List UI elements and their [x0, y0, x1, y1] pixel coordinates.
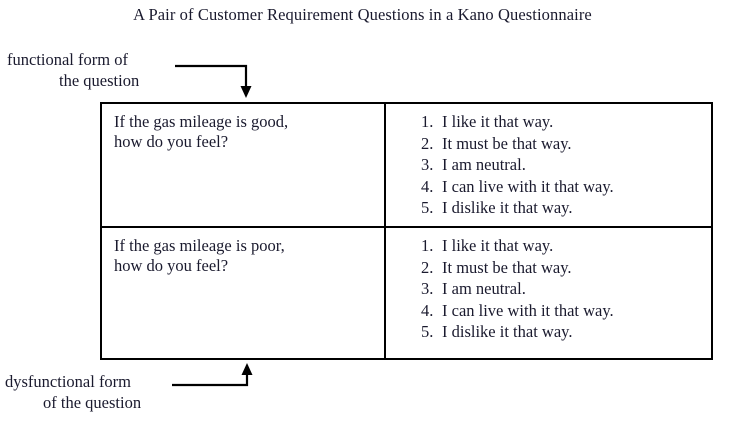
list-item[interactable]: 5. I dislike it that way.	[386, 321, 711, 343]
answer-list: 1. I like it that way. 2. It must be that …	[386, 111, 711, 219]
question-line1: If the gas mileage is good,	[114, 112, 289, 131]
answer-number: 1.	[421, 236, 434, 255]
list-item[interactable]: 3. I am neutral.	[386, 278, 711, 300]
dysfunctional-form-label: dysfunctional form of the question	[5, 371, 141, 413]
question-cell: If the gas mileage is good, how do you f…	[102, 104, 386, 226]
answer-number: 3.	[421, 155, 434, 174]
answer-text: I can live with it that way.	[442, 176, 614, 196]
list-item[interactable]: 2. It must be that way.	[386, 133, 711, 155]
answer-text: I can live with it that way.	[442, 300, 614, 320]
list-item[interactable]: 1. I like it that way.	[386, 235, 711, 257]
question-line1: If the gas mileage is poor,	[114, 236, 285, 255]
functional-form-label-line2: the question	[59, 71, 140, 90]
questionnaire-table: If the gas mileage is good, how do you f…	[100, 102, 713, 360]
list-item[interactable]: 2. It must be that way.	[386, 257, 711, 279]
answers-cell: 1. I like it that way. 2. It must be that …	[386, 228, 711, 358]
page-title: A Pair of Customer Requirement Questions…	[133, 5, 592, 24]
answers-cell: 1. I like it that way. 2. It must be that …	[386, 104, 711, 226]
answer-text: It must be that way.	[442, 133, 572, 153]
table-row: If the gas mileage is good, how do you f…	[102, 104, 711, 228]
answer-number: 2.	[421, 133, 434, 153]
answer-text: I dislike it that way.	[442, 322, 573, 341]
functional-form-label: functional form of the question	[7, 49, 139, 91]
answer-text: I am neutral.	[442, 155, 526, 174]
answer-number: 3.	[421, 279, 434, 298]
list-item[interactable]: 5. I dislike it that way.	[386, 197, 711, 219]
answer-number: 5.	[421, 322, 434, 341]
answer-text: I like it that way.	[442, 112, 554, 131]
answer-number: 5.	[421, 198, 434, 217]
question-line2: how do you feel?	[114, 256, 229, 275]
list-item[interactable]: 3. I am neutral.	[386, 154, 711, 176]
dysfunctional-form-arrow	[172, 363, 253, 387]
dysfunctional-form-label-line1: dysfunctional form	[5, 372, 132, 391]
question-line2: how do you feel?	[114, 132, 229, 151]
answer-list: 1. I like it that way. 2. It must be that …	[386, 235, 711, 343]
answer-text: I like it that way.	[442, 236, 554, 255]
list-item[interactable]: 4. I can live with it that way.	[386, 176, 711, 198]
table-row: If the gas mileage is poor, how do you f…	[102, 228, 711, 358]
list-item[interactable]: 4. I can live with it that way.	[386, 300, 711, 322]
answer-number: 4.	[421, 176, 434, 196]
question-cell: If the gas mileage is poor, how do you f…	[102, 228, 386, 358]
answer-text: I dislike it that way.	[442, 198, 573, 217]
functional-form-arrow	[175, 64, 252, 98]
answer-text: I am neutral.	[442, 279, 526, 298]
list-item[interactable]: 1. I like it that way.	[386, 111, 711, 133]
dysfunctional-form-label-line2: of the question	[43, 393, 142, 412]
answer-number: 1.	[421, 112, 434, 131]
answer-number: 4.	[421, 300, 434, 320]
answer-number: 2.	[421, 257, 434, 277]
answer-text: It must be that way.	[442, 257, 572, 277]
functional-form-label-line1: functional form of	[7, 50, 128, 69]
